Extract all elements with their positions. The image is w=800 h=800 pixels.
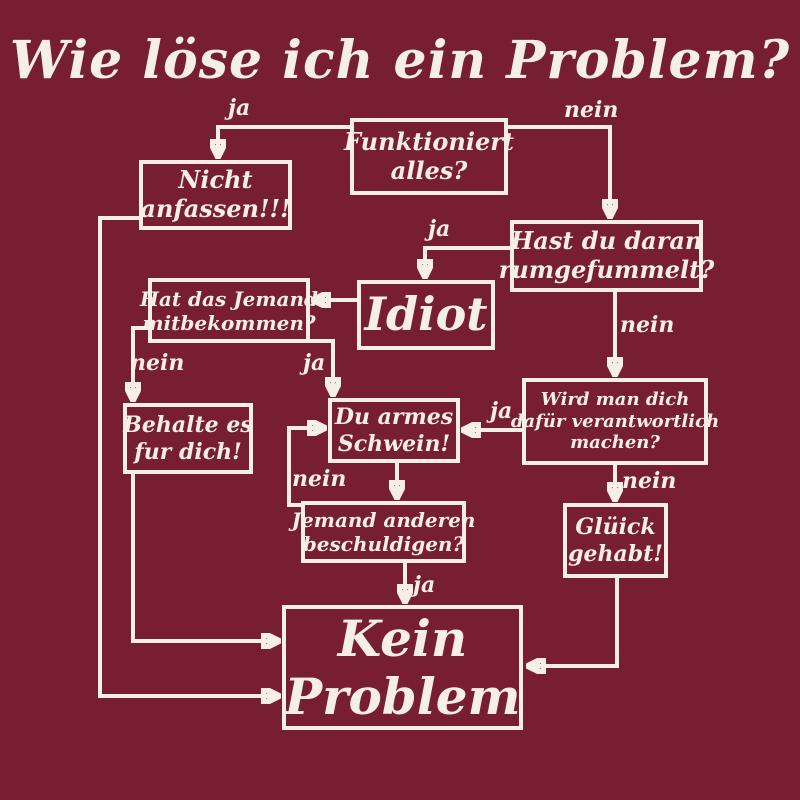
node-wird-man-dich: Wird man dich dafür verantwortlich mache… bbox=[511, 378, 719, 465]
node-text: alles? bbox=[390, 155, 468, 185]
node-text: Behalte es bbox=[123, 412, 253, 439]
edge-label-nein: nein bbox=[620, 312, 675, 338]
node-glueck-gehabt: Glüick gehabt! bbox=[563, 503, 668, 578]
edge-label-ja: ja bbox=[303, 350, 326, 376]
node-text: beschuldigen? bbox=[302, 532, 465, 556]
node-text: Wird man dich bbox=[540, 389, 690, 411]
edge-label-ja: ja bbox=[428, 216, 451, 242]
node-text: Jemand anderen bbox=[291, 508, 476, 532]
node-text: Hast du daran bbox=[510, 226, 703, 256]
edge-label-ja: ja bbox=[413, 572, 436, 598]
node-jemand-anderen: Jemand anderen beschuldigen? bbox=[292, 501, 475, 563]
node-text: dafür verantwortlich bbox=[510, 410, 720, 432]
edge-label-ja: ja bbox=[490, 398, 513, 424]
edge-label-nein: nein bbox=[130, 350, 185, 376]
node-text: Funktioniert bbox=[344, 126, 514, 156]
node-text: fur dich! bbox=[134, 438, 242, 465]
node-text: Kein bbox=[337, 609, 468, 668]
edge-label-nein: nein bbox=[622, 468, 677, 494]
edge-funktioniert-nein bbox=[508, 125, 610, 216]
node-text: Problem bbox=[284, 666, 521, 726]
edge-hatdas-nein-behalte bbox=[133, 326, 148, 399]
node-idiot: Idiot bbox=[357, 280, 495, 350]
node-text: gehabt! bbox=[568, 540, 663, 567]
node-nicht-anfassen: Nicht anfassen!!! bbox=[139, 160, 292, 230]
node-text: Nicht bbox=[178, 165, 253, 195]
edge-funktioniert-ja bbox=[218, 125, 350, 156]
node-text: mitbekommen? bbox=[142, 310, 316, 335]
node-text: Du armes bbox=[334, 404, 454, 431]
node-hat-das-jemand: Hat das Jemand mitbekommen? bbox=[140, 278, 318, 343]
node-kein-problem: Kein Problem bbox=[282, 605, 523, 730]
edge-jemand-nein-loop bbox=[287, 428, 324, 507]
edge-glueck-kein bbox=[529, 578, 619, 666]
node-text: Hat das Jemand bbox=[139, 286, 319, 311]
node-behalte-es: Behalte es fur dich! bbox=[123, 403, 253, 474]
edge-label-nein: nein bbox=[564, 97, 619, 123]
node-du-armes-schwein: Du armes Schwein! bbox=[328, 398, 460, 463]
node-text: machen? bbox=[570, 432, 660, 454]
edge-behalte-kein bbox=[131, 474, 278, 641]
node-text: rumgefummelt? bbox=[498, 255, 715, 284]
node-text: Schwein! bbox=[337, 430, 451, 457]
edge-label-nein: nein bbox=[292, 466, 347, 492]
node-funktioniert-alles: Funktioniert alles? bbox=[344, 118, 514, 195]
edge-hastdu-ja-idiot bbox=[425, 246, 510, 276]
node-text: anfassen!!! bbox=[140, 194, 291, 223]
edge-hatdas-ja-duarmes bbox=[310, 339, 333, 394]
page-title: Wie löse ich ein Problem? bbox=[9, 30, 791, 91]
node-hast-du-rumgefummelt: Hast du daran rumgefummelt? bbox=[499, 220, 714, 292]
node-text: Idiot bbox=[364, 287, 488, 342]
node-text: Glüick bbox=[575, 514, 656, 541]
edge-label-ja: ja bbox=[228, 95, 251, 121]
edge-nicht-kein bbox=[98, 216, 278, 696]
